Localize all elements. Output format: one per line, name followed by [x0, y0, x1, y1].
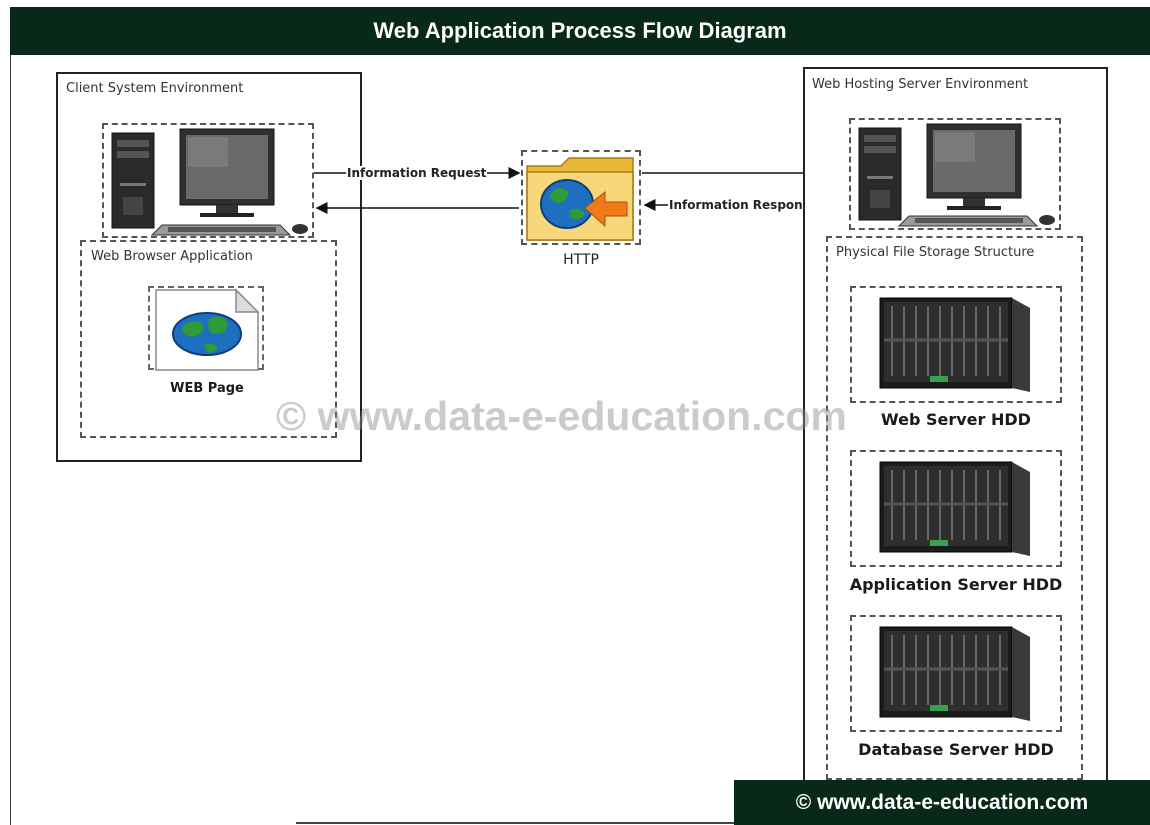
- http-folder-frame: [521, 150, 641, 245]
- web-page-label: WEB Page: [170, 381, 244, 396]
- http-label: HTTP: [563, 252, 599, 268]
- server-name-3: Database Server HDD: [858, 740, 1054, 759]
- blade-server-icon: [879, 461, 1030, 556]
- footer-copyright: © www.data-e-education.com: [734, 780, 1150, 825]
- frame-left-border: [10, 55, 11, 825]
- client-environment-label: Client System Environment: [66, 81, 244, 96]
- diagram-title: Web Application Process Flow Diagram: [10, 7, 1150, 55]
- desktop-computer-icon: [858, 123, 1055, 227]
- web-server-frame: [850, 286, 1062, 403]
- blade-server-icon: [879, 626, 1030, 721]
- desktop-computer-icon: [111, 128, 308, 236]
- web-page-frame: [148, 286, 270, 376]
- web-browser-box: [80, 240, 337, 438]
- database-server-frame: [850, 615, 1062, 732]
- frame-bottom-border: [296, 822, 736, 824]
- application-server-frame: [850, 450, 1062, 567]
- information-response-label: Information Response: [668, 198, 819, 212]
- web-browser-label: Web Browser Application: [91, 249, 253, 264]
- client-computer-frame: [102, 123, 314, 238]
- information-request-label: Information Request: [346, 166, 488, 180]
- server-name-1: Web Server HDD: [881, 410, 1031, 429]
- web-page-globe-icon: [155, 288, 260, 371]
- http-folder-icon: [526, 157, 634, 241]
- file-storage-box: [826, 236, 1083, 780]
- server-name-2: Application Server HDD: [849, 575, 1063, 594]
- watermark-text: © www.data-e-education.com: [276, 393, 847, 439]
- blade-server-icon: [879, 297, 1030, 392]
- server-computer-frame: [849, 118, 1061, 230]
- file-storage-label: Physical File Storage Structure: [836, 245, 1035, 260]
- server-environment-label: Web Hosting Server Environment: [812, 77, 1029, 92]
